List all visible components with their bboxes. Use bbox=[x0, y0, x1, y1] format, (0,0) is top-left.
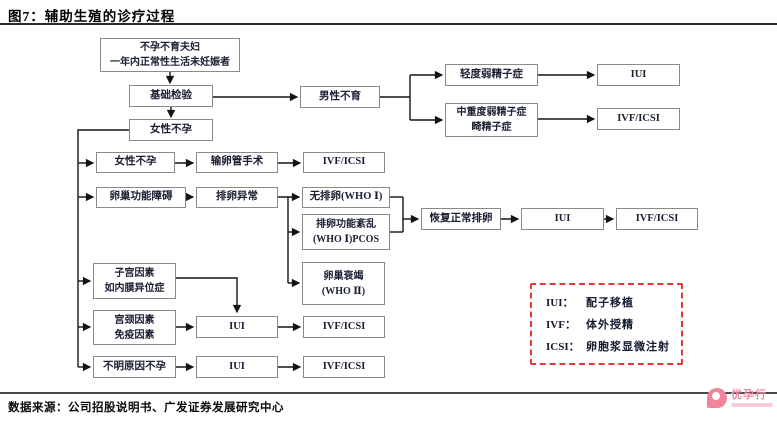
legend-item-iui: IUI： 配子移植 bbox=[546, 294, 681, 310]
brand-icon bbox=[707, 388, 727, 408]
node-severe-asthenospermia: 中重度弱精子症 畸精子症 bbox=[445, 103, 538, 137]
brand-tagline bbox=[731, 402, 773, 407]
brand-watermark: 优孕行 bbox=[707, 388, 773, 408]
figure-title: 图7：辅助生殖的诊疗过程 bbox=[8, 9, 176, 24]
node-female-infertility: 女性不孕 bbox=[129, 119, 213, 141]
title-divider bbox=[0, 23, 777, 25]
node-female-infertility-branch: 女性不孕 bbox=[96, 152, 175, 173]
node-basic-test: 基础检验 bbox=[129, 85, 213, 107]
node-iui-male: IUI bbox=[597, 64, 680, 86]
legend-item-ivf: IVF： 体外授精 bbox=[546, 316, 681, 332]
node-ovulation-disorder-pcos: 排卵功能紊乱 (WHO Ⅰ)PCOS bbox=[302, 214, 390, 250]
legend-definition: 配子移植 bbox=[586, 297, 634, 309]
legend-definition: 卵胞浆显微注射 bbox=[586, 341, 670, 353]
node-couple: 不孕不育夫妇 一年内正常性生活未妊娠者 bbox=[100, 38, 240, 72]
footer-divider bbox=[0, 392, 777, 394]
legend-abbr: IVF： bbox=[546, 319, 576, 331]
node-ivf-cervical: IVF/ICSI bbox=[303, 316, 385, 338]
node-iui-cervical: IUI bbox=[196, 316, 278, 338]
node-ivf-unexplained: IVF/ICSI bbox=[303, 356, 385, 378]
node-cervical-immune-factor: 宫颈因素 免疫因素 bbox=[93, 310, 176, 345]
legend-item-icsi: ICSI： 卵胞浆显微注射 bbox=[546, 338, 681, 354]
node-ivf-restore: IVF/ICSI bbox=[616, 208, 698, 230]
node-tubal-surgery: 输卵管手术 bbox=[196, 152, 278, 173]
node-ovarian-failure: 卵巢衰竭 (WHO Ⅱ) bbox=[302, 262, 385, 305]
node-ovarian-dysfunction: 卵巢功能障碍 bbox=[96, 187, 186, 208]
legend-abbr: ICSI： bbox=[546, 341, 580, 353]
brand-name: 优孕行 bbox=[731, 388, 767, 401]
node-mild-asthenospermia: 轻度弱精子症 bbox=[445, 64, 538, 86]
data-source-note: 数据来源：公司招股说明书、广发证券发展研究中心 bbox=[8, 402, 284, 414]
node-ivf-male: IVF/ICSI bbox=[597, 108, 680, 130]
node-unexplained-infertility: 不明原因不孕 bbox=[93, 356, 176, 378]
node-ovulation-abnormal: 排卵异常 bbox=[196, 187, 278, 208]
node-male-infertility: 男性不育 bbox=[300, 86, 380, 108]
legend-definition: 体外授精 bbox=[586, 319, 634, 331]
node-ivf-tubal: IVF/ICSI bbox=[303, 152, 385, 173]
legend-abbr: IUI： bbox=[546, 297, 574, 309]
node-anovulation: 无排卵(WHO Ⅰ) bbox=[302, 187, 390, 208]
node-iui-restore: IUI bbox=[521, 208, 604, 230]
node-uterine-factor: 子宫因素 如内膜异位症 bbox=[93, 263, 176, 299]
node-restore-ovulation: 恢复正常排卵 bbox=[421, 208, 501, 230]
node-iui-unexplained: IUI bbox=[196, 356, 278, 378]
legend-box: IUI： 配子移植 IVF： 体外授精 ICSI： 卵胞浆显微注射 bbox=[530, 283, 683, 365]
